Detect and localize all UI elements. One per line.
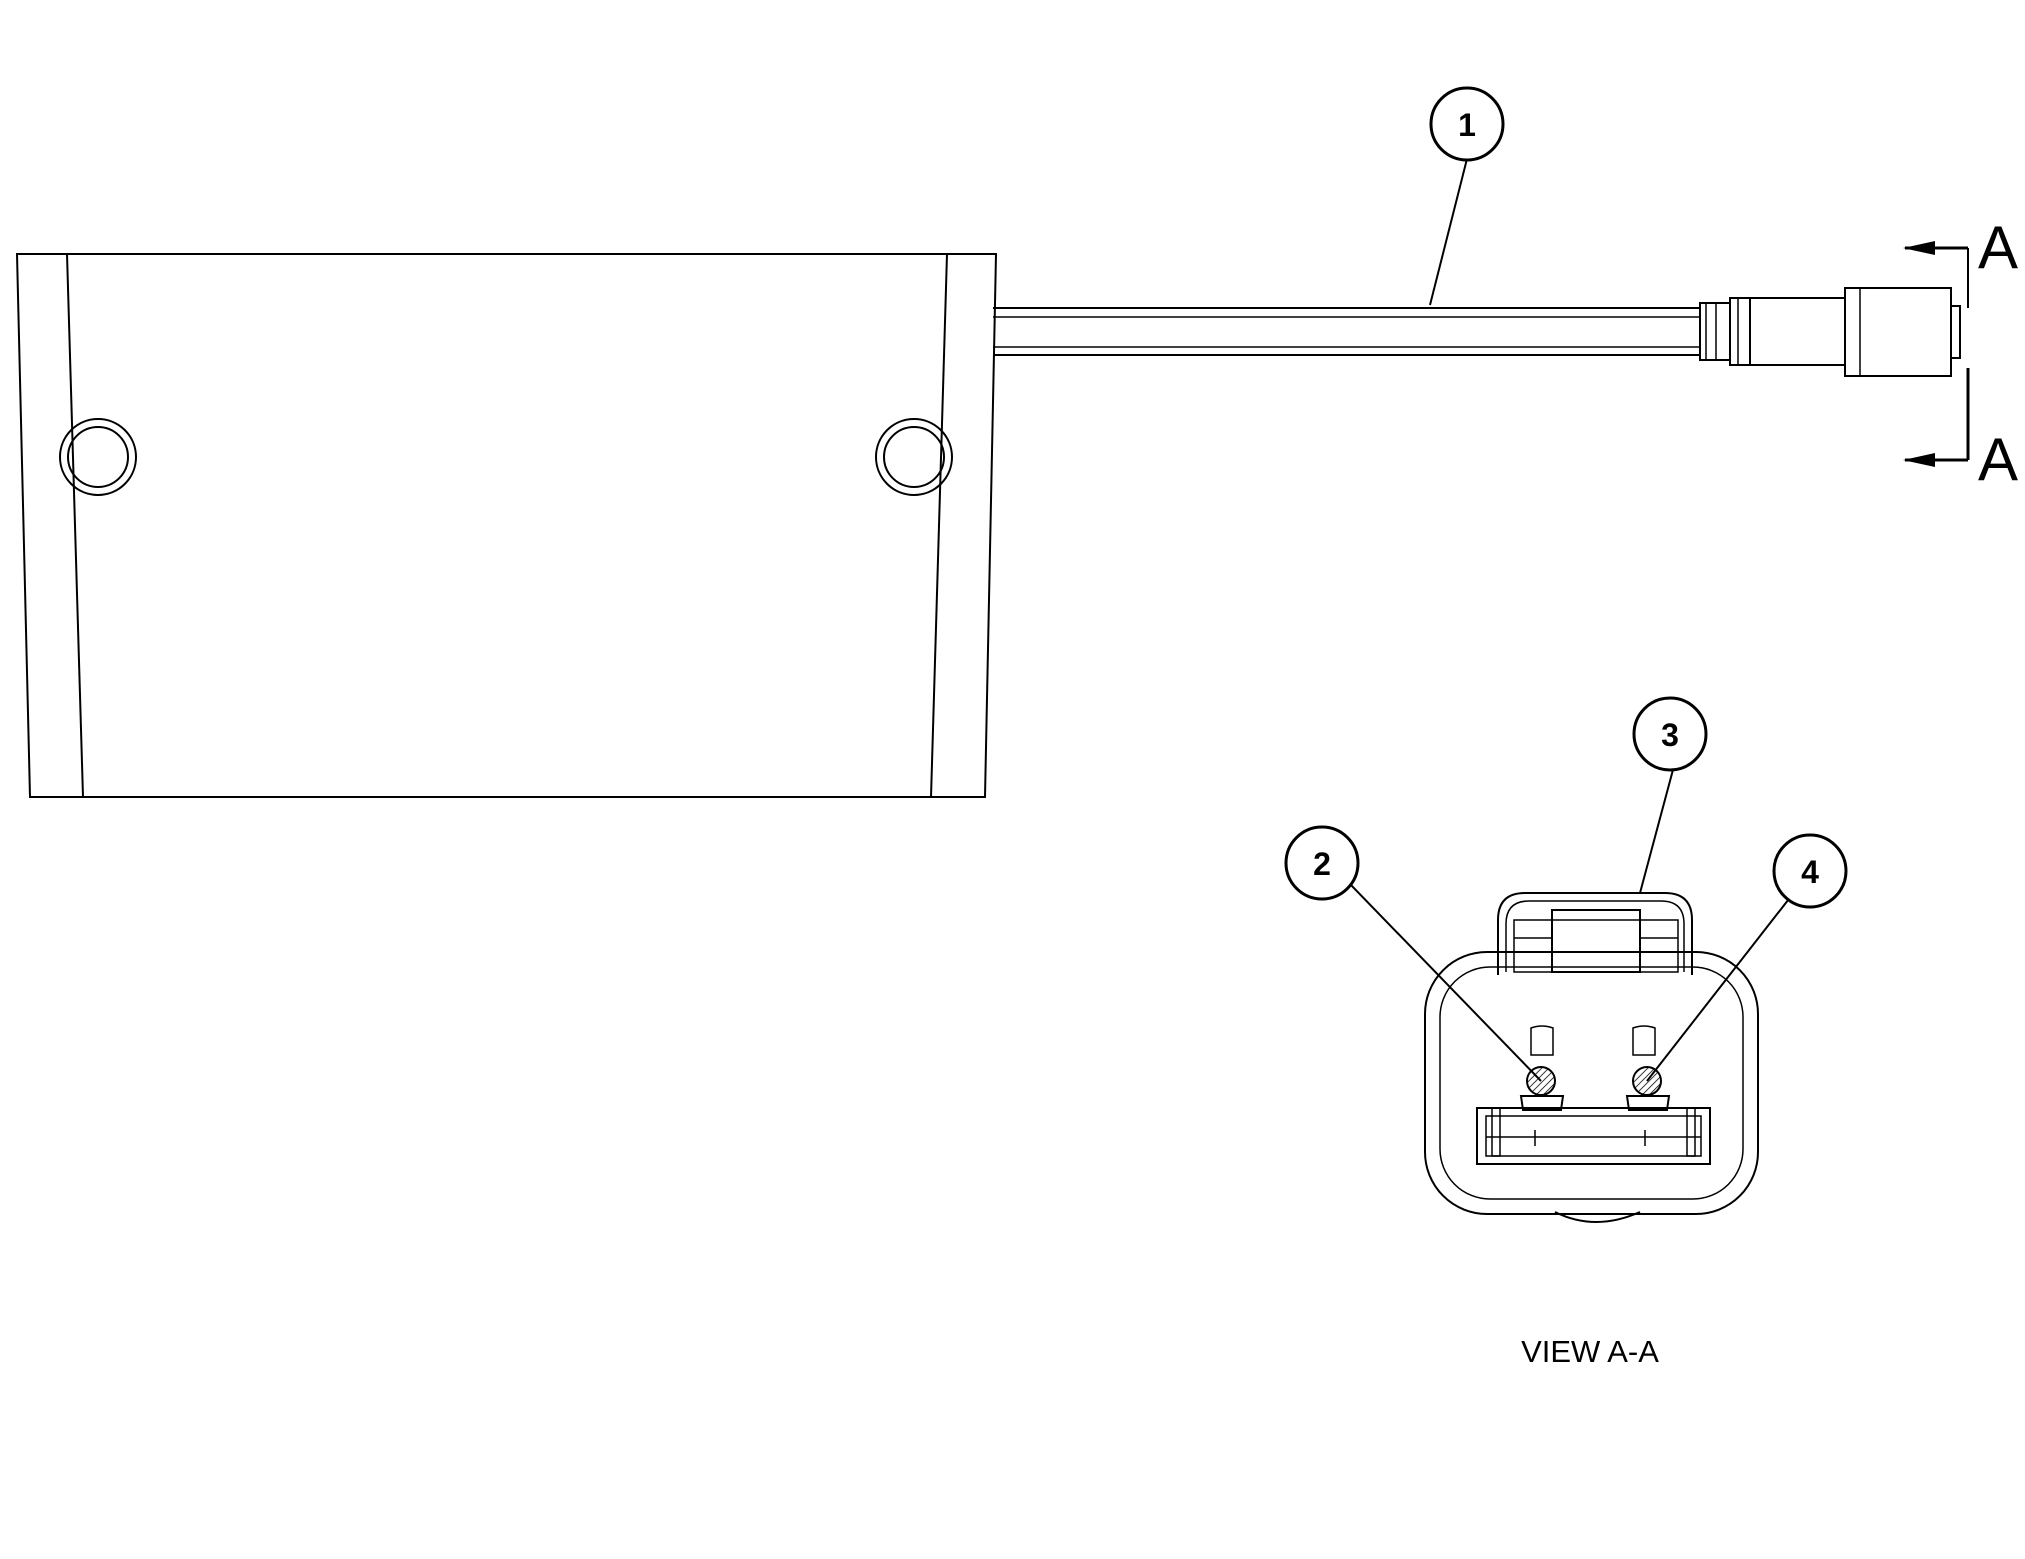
- leader-2: [1349, 883, 1542, 1082]
- right-flange-edge: [930, 253, 948, 798]
- view-caption: VIEW A-A: [1521, 1334, 1659, 1369]
- callout-2: 2: [1284, 825, 1360, 901]
- svg-text:1: 1: [1458, 107, 1476, 143]
- wire-harness: [993, 307, 1701, 356]
- callout-1: 1: [1429, 86, 1505, 162]
- left-flange-edge: [66, 253, 84, 798]
- svg-text:3: 3: [1661, 717, 1679, 753]
- callout-4: 4: [1772, 833, 1848, 909]
- mounting-hole-left: [59, 418, 137, 496]
- leader-3: [1639, 765, 1675, 894]
- module-body: [15, 253, 998, 798]
- arrow-top-icon: [1903, 241, 1935, 255]
- arrow-bottom-icon: [1903, 453, 1935, 467]
- svg-text:2: 2: [1313, 846, 1331, 882]
- connector-face-view: [1424, 892, 1759, 1223]
- section-marker: A A: [1903, 214, 2018, 493]
- callout-3: 3: [1632, 696, 1708, 772]
- section-letter-top: A: [1978, 214, 2018, 281]
- leader-4: [1646, 894, 1793, 1082]
- svg-text:4: 4: [1801, 854, 1819, 890]
- leader-1: [1429, 146, 1471, 306]
- mounting-hole-right: [875, 418, 953, 496]
- harness-connector: [1699, 287, 1961, 377]
- section-letter-bottom: A: [1978, 426, 2018, 493]
